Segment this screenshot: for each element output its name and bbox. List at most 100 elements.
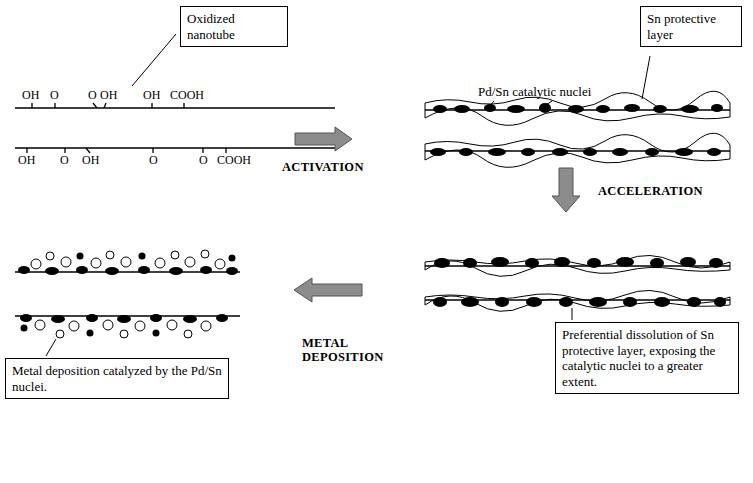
step-label: ACTIVATION [282,160,364,174]
activated-nanotube [425,91,730,167]
illustration-shape [103,320,113,330]
leader-line [572,308,573,320]
illustration-shape [461,297,479,307]
illustration-shape [624,104,640,112]
chemical-group: OH [100,89,117,103]
leader-line [546,101,552,105]
illustration-shape [18,266,238,323]
illustration-shape [76,266,88,274]
illustration-shape [135,321,145,331]
illustration-shape [459,148,473,156]
illustration-shape [20,314,32,322]
illustration-shape [105,267,119,275]
illustration-shape [69,321,79,331]
chemical-group: OH [143,89,160,103]
illustration-shape [21,253,236,337]
illustration-shape [616,257,634,267]
illustration-shape [525,258,539,268]
callout-box: Sn protective layer [640,6,742,47]
illustration-shape [51,315,65,323]
illustration-shape [167,320,177,330]
illustration-shape [26,148,27,153]
illustration-shape [61,257,71,267]
illustration-shape [183,315,197,323]
illustration-shape [521,148,535,156]
illustration-shape [583,148,597,156]
illustration-shape [709,258,723,268]
callout-text: Oxidized nanotube [187,11,281,42]
illustration-shape [138,266,150,274]
illustration-shape [31,250,225,338]
callout-text: Metal deposition catalyzed by the Pd/Sn … [12,363,222,394]
illustration-shape [654,297,670,307]
illustration-shape [117,315,131,323]
illustration-shape [86,314,98,322]
illustration-shape [35,320,45,330]
illustration-shape [653,105,667,113]
metal-coated-nanotube [15,250,240,338]
illustration-shape [225,148,226,153]
illustration-shape [559,297,573,307]
illustration-shape [488,148,506,156]
illustration-shape [216,314,228,322]
illustration-shape [539,103,551,113]
illustration-shape [77,253,84,260]
illustration-shape [31,103,32,108]
accelerated-nanotube [425,255,730,311]
illustration-shape [645,148,659,156]
illustration-shape [229,255,236,262]
illustration-shape [526,297,542,307]
illustration-shape [463,258,477,268]
illustration-shape [430,103,723,156]
chemical-group: O [88,89,97,103]
chemical-group: COOH [170,89,204,103]
illustration-shape [434,258,450,268]
illustration-shape [54,103,55,108]
illustration-shape [64,148,65,153]
illustration-shape [139,253,146,260]
illustration-shape [155,258,165,268]
illustration-shape [554,257,570,267]
illustration-shape [104,103,106,108]
illustration-shape [201,250,209,258]
callout-text: Preferential dissolution of Sn protectiv… [562,327,732,389]
illustration-shape [226,267,238,275]
chemical-group: COOH [217,154,251,168]
chemical-group: OH [22,89,39,103]
block-arrow [552,168,580,212]
illustration-shape [150,314,162,322]
illustration-shape [202,148,203,153]
illustration-shape [714,297,726,307]
illustration-shape [425,255,730,276]
illustration-shape [31,259,41,269]
illustration-shape [425,133,730,167]
illustration-shape [91,258,101,268]
illustration-shape [183,103,184,108]
illustration-shape [215,259,225,269]
leader-line [490,101,494,106]
illustration-shape [152,148,153,153]
illustration-shape [151,103,152,108]
illustration-shape [185,257,195,267]
illustration-shape [46,252,54,260]
illustration-shape [21,325,28,332]
illustration-shape [623,297,637,307]
illustration-shape [433,257,726,307]
illustration-shape [491,257,509,267]
illustration-shape [86,148,90,153]
illustration-shape [169,267,183,275]
illustration-shape [56,330,64,338]
chemical-group: O [60,154,69,168]
illustration-shape [93,103,97,108]
leader-line [132,34,176,86]
illustration-shape [681,105,699,113]
illustration-shape [707,148,721,156]
oxidized-nanotube [15,103,335,153]
illustration-shape [171,251,179,259]
illustration-shape [454,105,470,113]
illustration-shape [18,266,30,274]
illustration-shape [120,330,128,338]
illustration-shape [433,297,447,307]
callout-box: Preferential dissolution of Sn protectiv… [555,322,739,394]
chemical-group: O [199,154,208,168]
